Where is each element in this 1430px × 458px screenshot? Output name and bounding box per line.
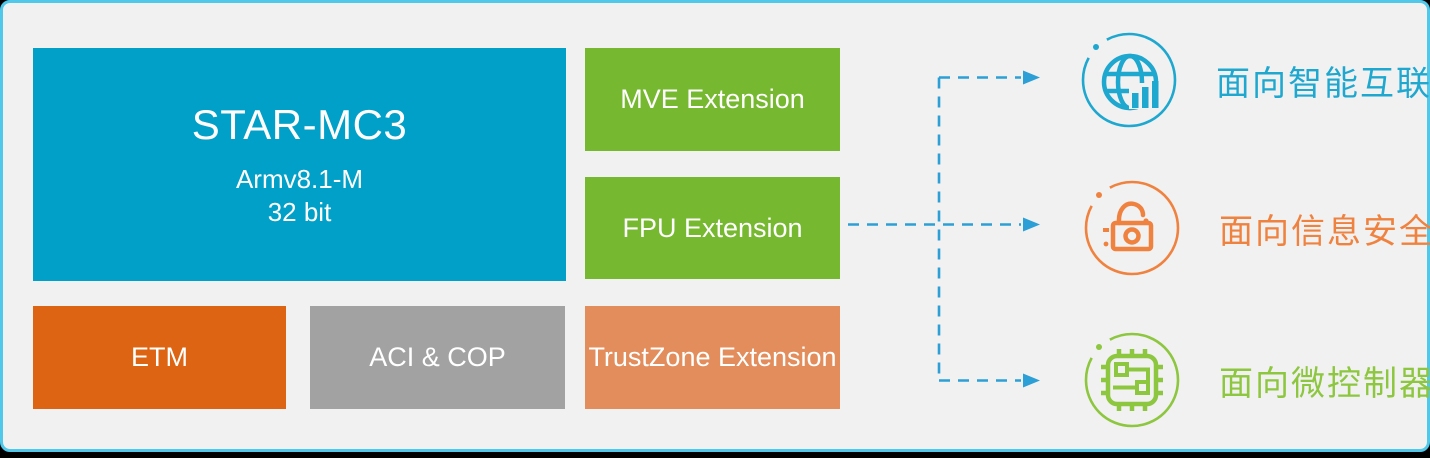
block-mve-extension: MVE Extension xyxy=(585,48,840,151)
open-lock-icon xyxy=(1084,180,1180,276)
block-fpu-extension: FPU Extension xyxy=(585,177,840,279)
aci-cop-label: ACI & COP xyxy=(369,342,506,372)
arrowhead-middle-icon xyxy=(1023,217,1040,232)
target-row-microcontroller: 面向微控制器 xyxy=(1077,325,1430,435)
target-row-connectivity: 面向智能互联 xyxy=(1074,25,1430,135)
core-bits: 32 bit xyxy=(267,196,332,227)
block-trustzone-extension: TrustZone Extension xyxy=(585,306,840,409)
target-label-connectivity: 面向智能互联 xyxy=(1216,64,1430,103)
arrowhead-bottom-icon xyxy=(1023,373,1040,388)
trustzone-label: TrustZone Extension xyxy=(588,342,837,372)
block-aci-cop: ACI & COP xyxy=(310,306,565,409)
core-block-star-mc3: STAR-MC3 Armv8.1-M 32 bit xyxy=(33,48,566,281)
core-arch: Armv8.1-M xyxy=(235,164,364,194)
etm-label: ETM xyxy=(131,342,188,372)
core-title: STAR-MC3 xyxy=(191,101,408,148)
block-etm: ETM xyxy=(33,306,286,409)
chip-icon xyxy=(1084,332,1180,428)
target-row-security: 面向信息安全 xyxy=(1077,173,1430,283)
globe-analytics-icon xyxy=(1081,32,1177,128)
target-label-security: 面向信息安全 xyxy=(1219,212,1430,251)
mve-label: MVE Extension xyxy=(620,84,805,114)
target-label-microcontroller: 面向微控制器 xyxy=(1219,364,1430,403)
arrowhead-top-icon xyxy=(1023,70,1040,85)
fpu-label: FPU Extension xyxy=(622,212,803,243)
